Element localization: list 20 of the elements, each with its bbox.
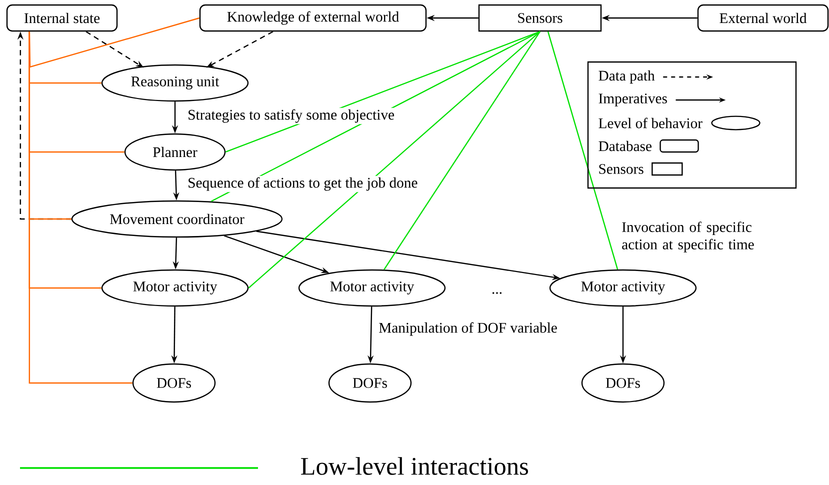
ellipsis-text: ... [492, 292, 502, 294]
legend-text: Database [598, 140, 652, 152]
connector-line [384, 31, 540, 270]
legend-text: Level of behavior [598, 118, 702, 128]
database-box: External world [697, 4, 829, 32]
connector-line [28, 32, 132, 384]
legend-text: Imperatives [598, 94, 667, 106]
legend-text: Sensors [599, 164, 644, 174]
database-box: Internal state [6, 4, 118, 32]
connector-line [547, 31, 618, 270]
edge-label: Strategies to satisfy some objective [188, 109, 394, 123]
note-text: Invocation of specific action at specific time [622, 222, 754, 252]
database-box: Knowledge of external world [199, 4, 427, 32]
legend-text: Low-level interactions [301, 457, 528, 475]
connector-line [28, 17, 200, 68]
legend-text: Data path [598, 70, 655, 84]
edge-label: Sequence of actions to get the job done [188, 177, 418, 191]
connector-line [248, 31, 540, 288]
sensor-box: Sensors [478, 4, 602, 32]
edge-label: Manipulation of DOF variable [379, 322, 557, 336]
